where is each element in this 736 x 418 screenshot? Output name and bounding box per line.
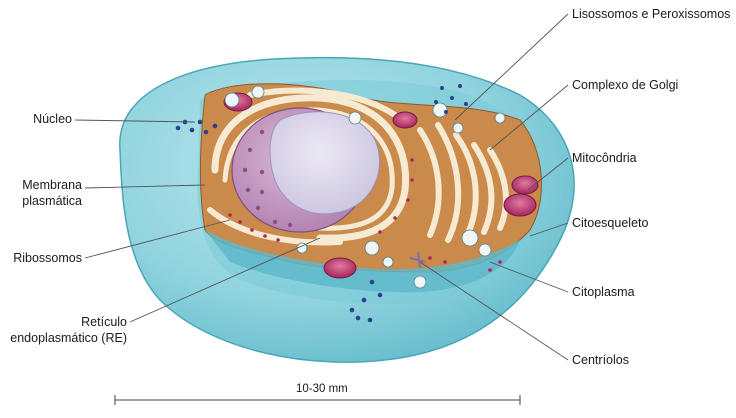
label-scale: 10-30 mm [296,383,348,395]
label-membrana-1: Membrana [22,178,82,192]
label-citoesqueleto: Citoesqueleto [572,216,649,230]
nucleolus [269,111,380,215]
label-golgi: Complexo de Golgi [572,78,679,92]
label-membrana-2: plasmática [22,194,82,208]
scale-bar [114,395,521,405]
label-citoplasma: Citoplasma [572,285,635,299]
label-re-1: Retículo [81,315,127,329]
nuclear-pores [242,129,293,228]
label-lisossomos: Lisossomos e Peroxissomos [572,7,731,21]
label-re-2: endoplasmático (RE) [10,331,127,345]
label-centriolos: Centríolos [572,353,629,367]
label-nucleo: Núcleo [33,112,72,126]
centrioles [409,251,426,269]
vesicles [224,85,506,289]
leader-lines [74,13,569,361]
golgi-complex [417,122,509,243]
label-ribossomos: Ribossomos [13,251,82,265]
label-mitocondria: Mitocôndria [572,151,637,165]
secretory-vesicles [175,84,468,323]
cytoplasm-floor [205,230,520,293]
ribosomes [228,158,502,272]
